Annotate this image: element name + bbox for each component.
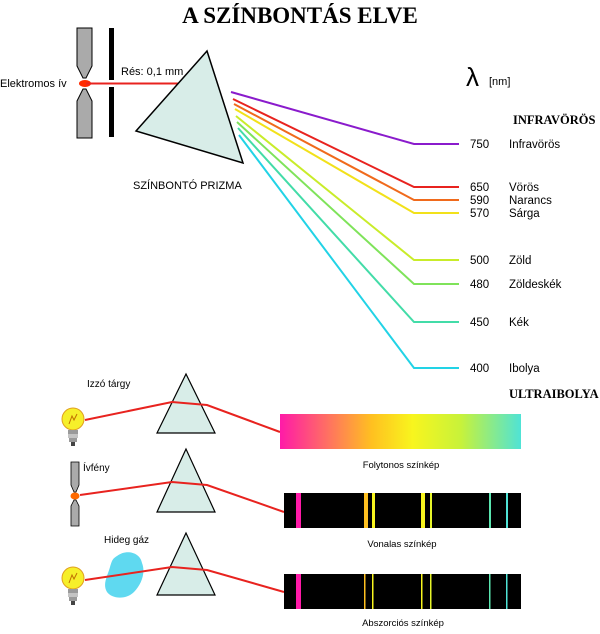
beam-2 bbox=[79, 480, 285, 513]
dispersed-rays bbox=[230, 91, 459, 369]
electric-arc bbox=[76, 27, 93, 139]
wavelength-value: 590 bbox=[470, 195, 489, 207]
arc-label: Elektromos ív bbox=[0, 78, 67, 90]
color-name: Zöldeskék bbox=[509, 279, 562, 291]
beam-1 bbox=[84, 400, 281, 433]
caption-line: Vonalas színkép bbox=[367, 539, 436, 550]
light-bulb-icon bbox=[61, 407, 85, 446]
lambda-unit: [nm] bbox=[489, 76, 510, 88]
slit-label: Rés: 0,1 mm bbox=[121, 66, 183, 78]
source-label-arc: Ívfény bbox=[83, 461, 110, 474]
wavelength-value: 400 bbox=[470, 363, 489, 375]
spectral-ray bbox=[232, 98, 459, 188]
color-name: Narancs bbox=[509, 195, 552, 207]
color-name: Sárga bbox=[509, 208, 540, 220]
caption-continuous: Folytonos színkép bbox=[363, 460, 440, 471]
wavelength-value: 750 bbox=[470, 139, 489, 151]
spectral-ray bbox=[237, 127, 459, 323]
spectral-ray bbox=[235, 115, 459, 261]
wavelength-labels: 750 Infravörös 650 Vörös 590 Narancs 570 Sárga 5… bbox=[470, 139, 562, 375]
line-spectrum bbox=[284, 493, 521, 528]
line-spectrum-setup: Ívfény Vonalas színkép bbox=[70, 447, 521, 550]
absorption-lines bbox=[296, 574, 508, 609]
continuous-spectrum-setup: Izzó tárgy Folytonos színkép bbox=[61, 372, 521, 471]
prism-small-3 bbox=[156, 531, 216, 596]
arc-electrodes-icon bbox=[70, 461, 80, 527]
lambda-symbol: λ bbox=[466, 62, 479, 92]
continuous-spectrum bbox=[280, 414, 521, 449]
color-name: Vörös bbox=[509, 182, 539, 194]
slit-screen bbox=[109, 28, 114, 137]
spectral-ray bbox=[236, 121, 459, 285]
infrared-header: INFRAVÖRÖS bbox=[513, 113, 595, 127]
wavelength-value: 570 bbox=[470, 208, 489, 220]
color-name: Ibolya bbox=[509, 363, 540, 375]
prism-small-2 bbox=[156, 447, 216, 513]
page-title: A SZÍNBONTÁS ELVE bbox=[182, 3, 418, 28]
absorption-spectrum bbox=[284, 574, 521, 609]
wavelength-value: 500 bbox=[470, 255, 489, 267]
spectral-ray bbox=[230, 91, 459, 145]
color-name: Zöld bbox=[509, 255, 531, 267]
source-label-gas: Hideg gáz bbox=[104, 535, 149, 546]
wavelength-value: 480 bbox=[470, 279, 489, 291]
color-name: Infravörös bbox=[509, 139, 560, 151]
light-bulb-icon bbox=[61, 566, 85, 605]
spectral-ray bbox=[234, 108, 459, 214]
dispersing-prism bbox=[134, 49, 245, 165]
wavelength-value: 450 bbox=[470, 317, 489, 329]
emission-lines bbox=[296, 493, 508, 528]
prism-label: SZÍNBONTÓ PRIZMA bbox=[133, 179, 242, 192]
ultraviolet-header: ULTRAIBOLYA bbox=[509, 387, 599, 401]
color-name: Kék bbox=[509, 317, 529, 329]
source-label-incandescent: Izzó tárgy bbox=[87, 379, 130, 390]
spectral-ray bbox=[233, 103, 459, 201]
beam-3 bbox=[84, 565, 285, 593]
spectral-ray bbox=[238, 134, 459, 369]
absorption-spectrum-setup: Hideg gáz Abszorciós színkép bbox=[61, 531, 521, 629]
caption-absorption: Abszorciós színkép bbox=[362, 618, 444, 629]
wavelength-value: 650 bbox=[470, 182, 489, 194]
